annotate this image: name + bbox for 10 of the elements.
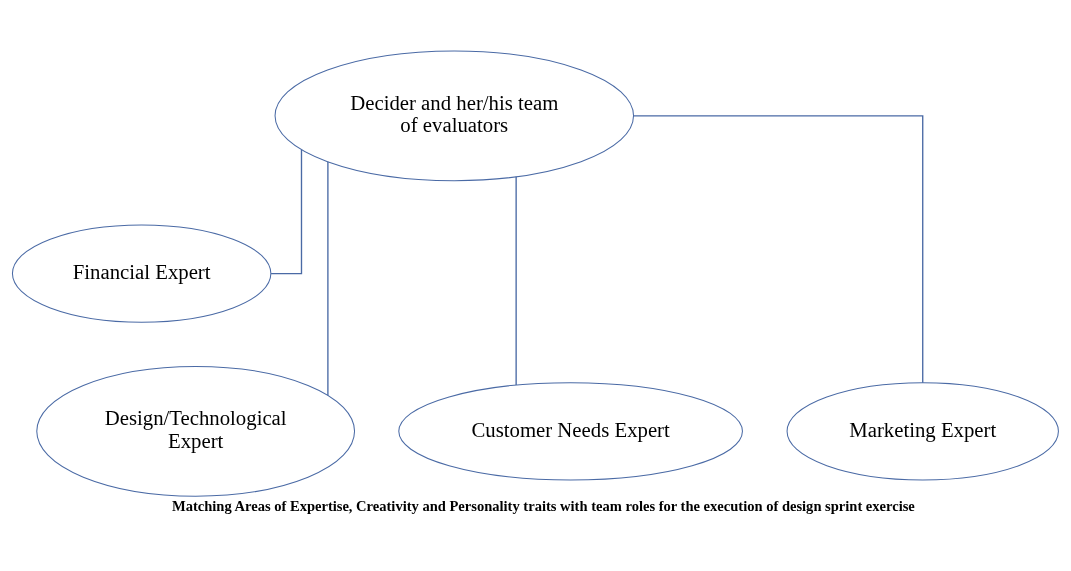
node-ellipse: Design/Technological Expert bbox=[36, 365, 356, 497]
connector bbox=[633, 115, 924, 384]
connector bbox=[515, 175, 517, 386]
node-ellipse: Customer Needs Expert bbox=[398, 382, 743, 481]
caption: Matching Areas of Expertise, Creativity and Personality traits with team roles for the execution of design sprint exercise bbox=[171, 497, 915, 514]
node-ellipse: Marketing Expert bbox=[786, 382, 1059, 481]
node-ellipse: Financial Expert bbox=[11, 224, 272, 323]
connector bbox=[270, 149, 303, 275]
connector bbox=[327, 161, 329, 396]
node-ellipse: Decider and her/his team of evaluators bbox=[274, 50, 635, 182]
